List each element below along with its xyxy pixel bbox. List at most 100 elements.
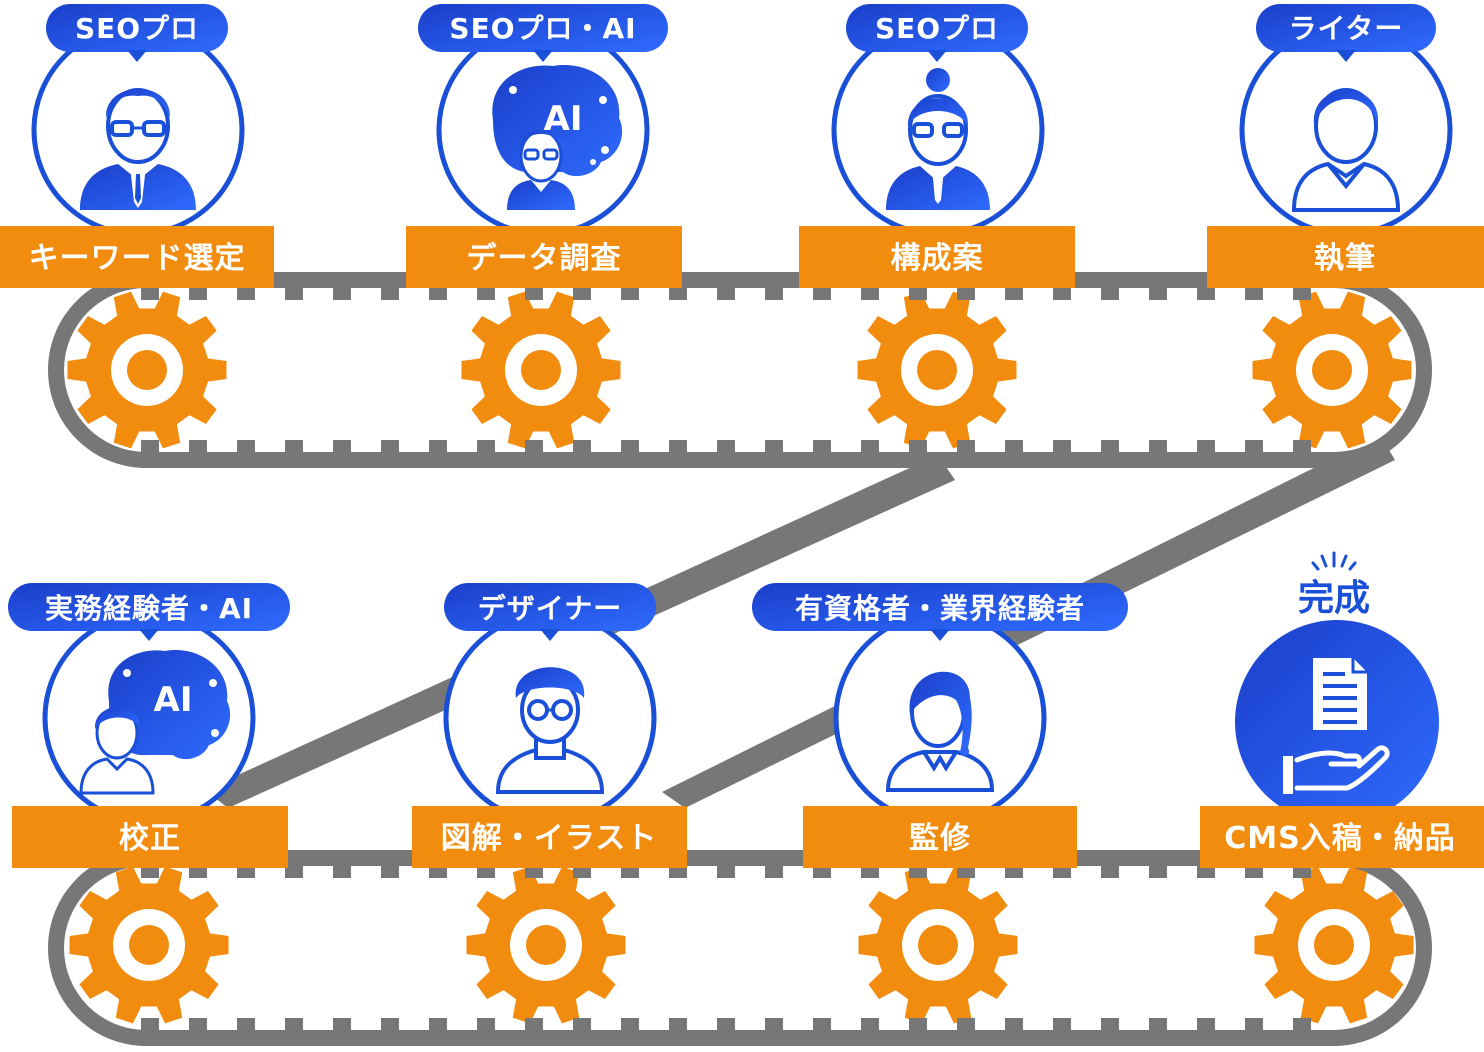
belt-tooth bbox=[765, 440, 783, 452]
belt-tooth bbox=[381, 288, 399, 300]
man-casual-icon bbox=[1291, 88, 1401, 212]
belt-tooth bbox=[861, 440, 879, 452]
belt-tooth bbox=[1245, 1018, 1263, 1030]
belt-tooth bbox=[765, 1018, 783, 1030]
belt-tooth bbox=[429, 288, 447, 300]
belt-tooth bbox=[1005, 866, 1023, 878]
gear-icon bbox=[67, 291, 227, 449]
belt-tooth bbox=[477, 866, 495, 878]
belt-tooth bbox=[621, 440, 639, 452]
task-label: 構成案 bbox=[891, 241, 984, 276]
belt-tooth bbox=[285, 866, 303, 878]
belt-tooth bbox=[525, 1018, 543, 1030]
belt-tooth bbox=[1293, 866, 1311, 878]
belt-tooth bbox=[333, 866, 351, 878]
belt-tooth bbox=[669, 1018, 687, 1030]
belt-tooth bbox=[573, 866, 591, 878]
belt-tooth bbox=[1149, 288, 1167, 300]
belt-tooth bbox=[573, 1018, 591, 1030]
belt-tooth bbox=[861, 1018, 879, 1030]
belt-tooth bbox=[285, 288, 303, 300]
belt-tooth bbox=[237, 866, 255, 878]
belt-tooth bbox=[189, 288, 207, 300]
role-label: 実務経験者・AI bbox=[45, 592, 253, 625]
belt-tooth bbox=[717, 440, 735, 452]
ai-brain-woman-icon: AI bbox=[492, 65, 623, 210]
belt-tooth bbox=[381, 866, 399, 878]
belt-tooth bbox=[429, 1018, 447, 1030]
belt-tooth bbox=[957, 440, 975, 452]
belt-tooth bbox=[1293, 288, 1311, 300]
gear-icon bbox=[69, 866, 229, 1024]
belt-tooth bbox=[573, 440, 591, 452]
gear-icon bbox=[857, 291, 1017, 449]
belt-tooth bbox=[189, 1018, 207, 1030]
role-label: デザイナー bbox=[478, 592, 622, 625]
belt-tooth bbox=[669, 866, 687, 878]
role-badge bbox=[418, 4, 668, 52]
belt-tooth bbox=[1101, 288, 1119, 300]
man-glasses-icon bbox=[80, 88, 196, 210]
belt-tooth bbox=[333, 1018, 351, 1030]
belt-tooth bbox=[813, 866, 831, 878]
step-keyword-selection: SEOプロ キーワード選定 bbox=[0, 4, 274, 288]
belt-tooth bbox=[285, 1018, 303, 1030]
belt-tooth bbox=[237, 440, 255, 452]
gear-icon bbox=[466, 866, 626, 1024]
belt-tooth bbox=[1101, 866, 1119, 878]
belt-tooth bbox=[1197, 866, 1215, 878]
belt-tooth bbox=[717, 866, 735, 878]
gear-icon bbox=[461, 291, 621, 449]
role-badge bbox=[1256, 4, 1436, 52]
role-label: 有資格者・業界経験者 bbox=[795, 592, 1085, 625]
completion-label: 完成 bbox=[1298, 578, 1370, 619]
belt-tooth bbox=[669, 288, 687, 300]
belt-tooth bbox=[237, 1018, 255, 1030]
role-label: SEOプロ bbox=[875, 12, 999, 45]
belt-tooth bbox=[717, 1018, 735, 1030]
belt-tooth bbox=[813, 1018, 831, 1030]
role-label: SEOプロ・AI bbox=[449, 12, 636, 45]
belt-tooth bbox=[1197, 1018, 1215, 1030]
role-badge bbox=[846, 4, 1028, 52]
belt-tooth bbox=[477, 440, 495, 452]
belt-tooth bbox=[141, 288, 159, 300]
belt-tooth bbox=[525, 288, 543, 300]
belt-tooth bbox=[1149, 1018, 1167, 1030]
task-banner bbox=[406, 226, 682, 288]
belt-tooth bbox=[909, 288, 927, 300]
belt-tooth bbox=[1005, 440, 1023, 452]
belt-tooth bbox=[861, 288, 879, 300]
task-label: 図解・イラスト bbox=[441, 821, 657, 856]
belt-tooth bbox=[1053, 440, 1071, 452]
belt-tooth bbox=[1101, 1018, 1119, 1030]
belt-tooth bbox=[477, 1018, 495, 1030]
belt-tooth bbox=[333, 288, 351, 300]
belt-tooth bbox=[909, 1018, 927, 1030]
belt-tooth bbox=[141, 440, 159, 452]
task-banner bbox=[12, 806, 288, 868]
step-structure-plan: SEOプロ 構成案 bbox=[799, 4, 1075, 288]
belt-tooth bbox=[813, 288, 831, 300]
belt-tooth bbox=[1005, 288, 1023, 300]
belt-tooth bbox=[189, 440, 207, 452]
belt-tooth bbox=[189, 866, 207, 878]
task-label: 監修 bbox=[909, 821, 971, 856]
belt-tooth bbox=[525, 440, 543, 452]
belt-tooth bbox=[285, 440, 303, 452]
belt-tooth bbox=[1053, 1018, 1071, 1030]
belt-tooth bbox=[669, 440, 687, 452]
belt-tooth bbox=[717, 288, 735, 300]
belt-tooth bbox=[957, 1018, 975, 1030]
belt-tooth bbox=[141, 1018, 159, 1030]
role-label: SEOプロ bbox=[75, 12, 199, 45]
belt-tooth bbox=[765, 866, 783, 878]
sparkle-icon bbox=[1311, 551, 1357, 571]
gear-icon bbox=[1254, 866, 1414, 1024]
belt-tooth bbox=[525, 866, 543, 878]
ai-label: AI bbox=[154, 680, 193, 720]
belt-tooth bbox=[1149, 440, 1167, 452]
belt-tooth bbox=[1101, 440, 1119, 452]
belt-tooth bbox=[333, 440, 351, 452]
